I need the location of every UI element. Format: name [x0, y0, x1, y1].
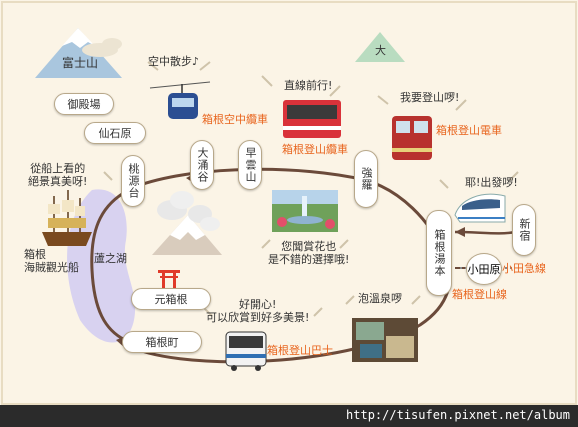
pirate-ship-icon	[42, 190, 92, 246]
station-togendai[interactable]: 桃源台	[121, 155, 145, 207]
bus-icon	[225, 331, 267, 371]
romancecar-icon	[454, 193, 506, 223]
station-moto-hakone[interactable]: 元箱根	[131, 288, 211, 310]
caption-ship-view: 從船上看的 絕景真美呀!	[28, 162, 88, 188]
footer-bar: http://tisufen.pixnet.net/album	[0, 405, 578, 427]
smoke-icon	[152, 191, 222, 255]
caption-happy: 好開心! 可以欣賞到好多美景!	[206, 298, 310, 324]
station-sengokuhara[interactable]: 仙石原	[84, 122, 146, 144]
footer-url: http://tisufen.pixnet.net/album	[346, 408, 570, 422]
route-tozan-bus-label: 箱根登山巴士	[267, 344, 333, 357]
green-mountain-icon	[355, 32, 405, 62]
station-owakudani[interactable]: 大涌谷	[190, 140, 214, 190]
fountain-icon	[272, 190, 338, 232]
route-tozan-line-label: 箱根登山線	[452, 288, 507, 301]
caption-air-walk: 空中散步♪	[148, 55, 200, 68]
caption-flowers: 您聞賞花也 是不錯的選擇哦!	[268, 240, 350, 266]
mt-fuji-label: 富士山	[62, 56, 99, 70]
caption-straight: 直線前行!	[284, 79, 333, 92]
station-odawara[interactable]: 小田原	[466, 253, 502, 285]
route-tozan-train-label: 箱根登山電車	[436, 124, 502, 137]
route-odakyu-label: 小田急線	[502, 262, 546, 275]
station-hakone-machi[interactable]: 箱根町	[122, 331, 202, 353]
tozan-train-icon	[392, 116, 432, 160]
torii-icon	[158, 270, 180, 289]
station-gora[interactable]: 強羅	[354, 150, 378, 208]
mt-fuji-icon	[35, 28, 122, 78]
station-hakone-yumoto[interactable]: 箱根湯本	[426, 210, 452, 296]
cable-train-icon	[283, 100, 341, 138]
station-sounzan[interactable]: 早雲山	[238, 140, 262, 190]
route-pirate-ship-label: 箱根 海賊觀光船	[24, 248, 79, 274]
caption-depart: 耶!出發啰!	[465, 176, 518, 189]
route-cable-car-label: 箱根登山纜車	[282, 143, 348, 156]
station-shinjuku[interactable]: 新宿	[512, 204, 536, 256]
ropeway-gondola-icon	[149, 81, 211, 119]
caption-onsen: 泡溫泉啰	[358, 292, 402, 305]
caption-climb: 我要登山啰!	[400, 91, 460, 104]
cloud-icon	[82, 38, 122, 57]
mountain-dai-label: 大	[375, 44, 386, 57]
route-ropeway-label: 箱根空中纜車	[202, 113, 268, 126]
station-gotemba[interactable]: 御殿場	[54, 93, 114, 115]
onsen-photo-icon	[352, 318, 418, 362]
lake-ashinoko-label: 蘆之湖	[94, 252, 127, 265]
